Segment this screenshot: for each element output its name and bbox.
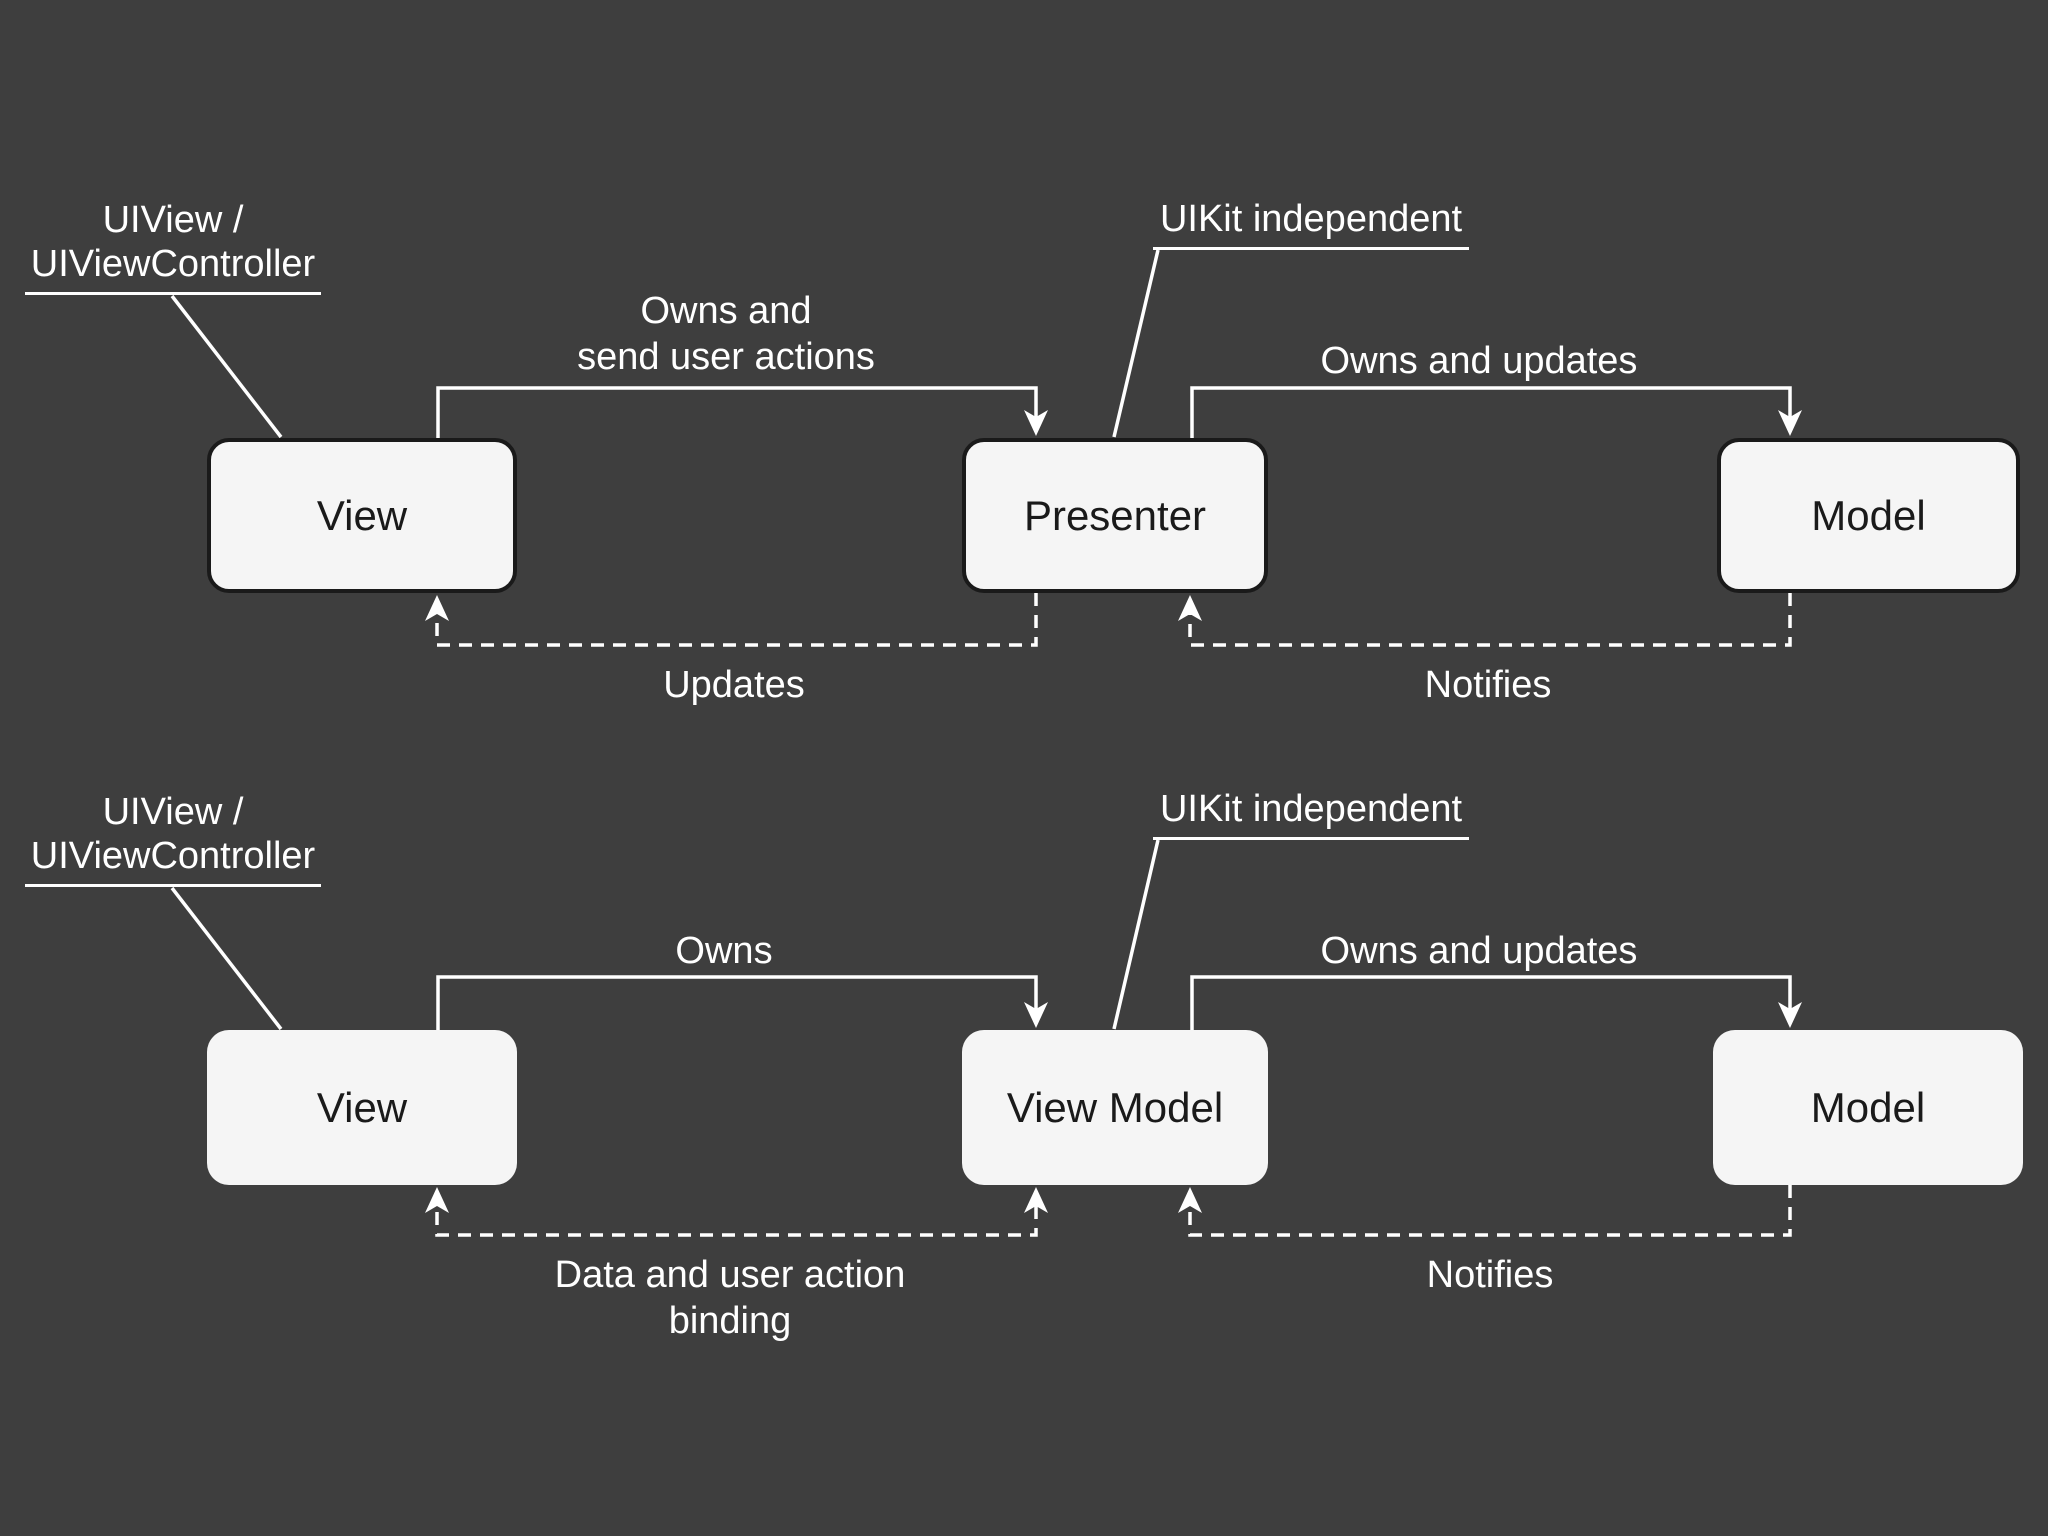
mvp-updates-edge-label: Updates xyxy=(663,662,805,708)
mvp-updates-edge-label-text: Updates xyxy=(663,664,805,706)
mvp-owns-updates-arrowhead xyxy=(1778,410,1802,436)
mvvm-owns-updates-arrowhead xyxy=(1778,1002,1802,1028)
mvvm-binding-edge-label-line1: Data and user action xyxy=(554,1254,906,1296)
mvp-owns-edge-label-line2: send user actions xyxy=(577,336,875,378)
mvvm-owns-updates-edge-label-text: Owns and updates xyxy=(1320,930,1638,972)
mvp-view-box: View xyxy=(207,438,517,593)
mvvm-owns-updates-edge-label: Owns and updates xyxy=(1321,928,1638,974)
mvvm-viewmodel-box-label: View Model xyxy=(1006,1083,1224,1131)
mvp-owns-edge-label-line1: Owns and xyxy=(640,290,812,332)
mvp-updates-arrowhead xyxy=(425,595,449,621)
mvp-uiview-callout-line1: UIView / xyxy=(102,199,244,241)
mvvm-owns-updates-edge xyxy=(1190,975,1802,1030)
mvvm-owns-edge-label: Owns xyxy=(675,928,772,974)
mvp-updates-connector xyxy=(435,593,1038,647)
mvvm-uiview-callout-line1: UIView / xyxy=(102,791,244,833)
mvp-uiview-callout: UIView / UIViewController xyxy=(25,198,321,295)
mvvm-notifies-edge-label-text: Notifies xyxy=(1426,1254,1554,1296)
mvvm-binding-arrowhead-view xyxy=(425,1187,449,1213)
mvvm-owns-updates-connector xyxy=(1190,975,1792,1030)
mvvm-uikit-callout-text: UIKit independent xyxy=(1159,788,1463,830)
mvp-owns-connector xyxy=(436,386,1038,438)
mvvm-binding-arrowhead-viewmodel xyxy=(1024,1187,1048,1213)
mvp-owns-arrowhead xyxy=(1024,410,1048,436)
mvvm-notifies-arrowhead xyxy=(1178,1187,1202,1213)
mvvm-model-box: Model xyxy=(1713,1030,2023,1185)
mvp-notifies-connector xyxy=(1188,593,1792,647)
mvp-owns-edge-label: Owns and send user actions xyxy=(577,288,875,380)
mvvm-owns-edge-label-text: Owns xyxy=(675,930,773,972)
mvp-owns-updates-edge-label-text: Owns and updates xyxy=(1320,340,1638,382)
mvp-presenter-box: Presenter xyxy=(962,438,1268,593)
mvp-owns-edge xyxy=(436,386,1048,438)
mvvm-uikit-callout: UIKit independent xyxy=(1153,787,1469,840)
mvvm-uiview-callout: UIView / UIViewController xyxy=(25,790,321,887)
mvvm-binding-edge-label-line2: binding xyxy=(668,1300,792,1342)
mvp-owns-updates-edge-label: Owns and updates xyxy=(1321,338,1638,384)
mvp-notifies-arrowhead xyxy=(1178,595,1202,621)
mvvm-binding-edge-label: Data and user action binding xyxy=(555,1252,906,1344)
mvp-presenter-box-label: Presenter xyxy=(1023,491,1207,539)
mvvm-uiview-callout-line2: UIViewController xyxy=(30,835,316,877)
mvp-uikit-callout: UIKit independent xyxy=(1153,197,1469,250)
mvvm-owns-edge xyxy=(436,975,1048,1030)
mvvm-notifies-connector xyxy=(1188,1185,1792,1237)
mvvm-model-box-label: Model xyxy=(1810,1083,1926,1131)
mvvm-binding-edge xyxy=(425,1187,1048,1237)
mvp-notifies-edge-label: Notifies xyxy=(1425,662,1552,708)
mvp-uikit-callout-line xyxy=(1112,249,1160,438)
mvp-model-box: Model xyxy=(1717,438,2020,593)
mvvm-viewmodel-box: View Model xyxy=(962,1030,1268,1185)
mvvm-uiview-callout-line xyxy=(170,886,283,1031)
mvvm-view-box-label: View xyxy=(316,1083,408,1131)
mvvm-notifies-edge-label: Notifies xyxy=(1427,1252,1554,1298)
mvp-uiview-callout-line xyxy=(170,294,283,439)
mvvm-owns-connector xyxy=(436,975,1038,1030)
mvp-model-box-label: Model xyxy=(1811,491,1926,539)
mvvm-owns-arrowhead xyxy=(1024,1002,1048,1028)
mvp-updates-edge xyxy=(425,593,1038,647)
mvp-owns-updates-connector xyxy=(1190,386,1792,438)
mvp-notifies-edge xyxy=(1178,593,1792,647)
mvvm-notifies-edge xyxy=(1178,1185,1792,1237)
mvvm-uikit-callout-line xyxy=(1112,839,1160,1030)
mvp-view-box-label: View xyxy=(316,491,408,539)
mvp-uikit-callout-text: UIKit independent xyxy=(1159,198,1463,240)
mvp-owns-updates-edge xyxy=(1190,386,1802,438)
mvvm-view-box: View xyxy=(207,1030,517,1185)
mvp-notifies-edge-label-text: Notifies xyxy=(1424,664,1552,706)
mvvm-binding-connector xyxy=(435,1206,1038,1237)
mvp-uiview-callout-line2: UIViewController xyxy=(30,243,316,285)
